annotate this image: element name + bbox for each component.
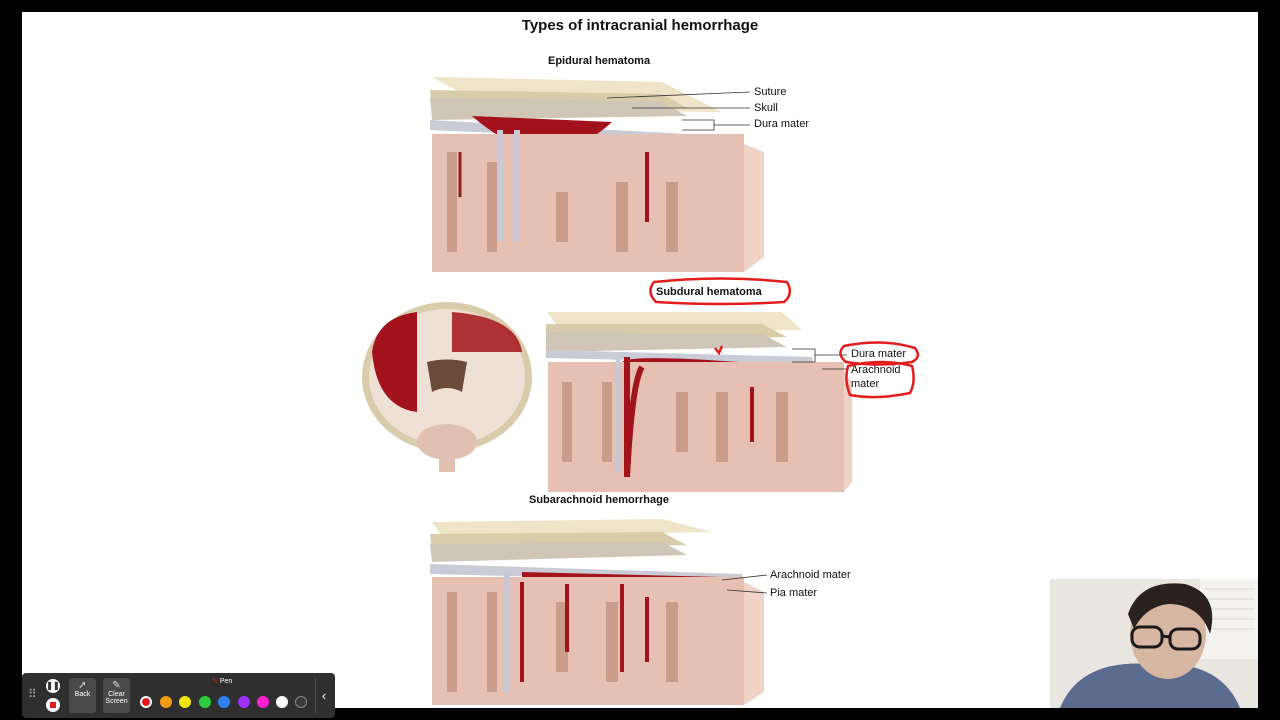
color-swatch-purple[interactable] bbox=[238, 696, 250, 708]
color-swatch-magenta[interactable] bbox=[257, 696, 269, 708]
presenter-video bbox=[1060, 579, 1258, 708]
coronal-brain bbox=[362, 302, 532, 472]
epidural-block bbox=[430, 77, 764, 272]
label-pia-mater: Pia mater bbox=[770, 587, 818, 599]
pen-icon: ✎ bbox=[212, 678, 218, 685]
slide-canvas: Types of intracranial hemorrhage bbox=[22, 12, 1258, 708]
label-suture: Suture bbox=[754, 86, 787, 98]
pause-button[interactable]: ❚❚ bbox=[46, 679, 60, 693]
annotation-tick bbox=[714, 345, 724, 356]
subdural-heading: Subdural hematoma bbox=[656, 286, 762, 298]
drag-handle-icon[interactable]: ⠿ bbox=[28, 687, 37, 701]
annotation-circle-dura bbox=[839, 341, 920, 366]
subarachnoid-block bbox=[430, 519, 764, 705]
chevron-left-icon[interactable]: ‹ bbox=[315, 678, 332, 713]
hemorrhage-illustration bbox=[362, 77, 920, 705]
eraser-icon: ✎ bbox=[112, 680, 121, 691]
clear-screen-button[interactable]: ✎ Clear Screen bbox=[103, 678, 130, 713]
color-swatch-yellow[interactable] bbox=[179, 696, 191, 708]
annotation-toolbar: ⠿ ❚❚ ➚ Back ✎ Clear Screen ✎ Pen ‹ bbox=[22, 673, 335, 718]
webcam-overlay bbox=[1050, 579, 1258, 708]
slide-title: Types of intracranial hemorrhage bbox=[521, 17, 759, 34]
epidural-heading: Epidural hematoma bbox=[548, 55, 651, 67]
label-arachnoid: Arachnoid bbox=[851, 364, 901, 376]
color-swatch-orange[interactable] bbox=[160, 696, 172, 708]
pen-annotations bbox=[649, 277, 920, 399]
annotation-circle-subdural bbox=[649, 277, 792, 306]
annotation-circle-arachnoid bbox=[845, 360, 915, 399]
color-swatch-green[interactable] bbox=[199, 696, 211, 708]
subarachnoid-heading: Subarachnoid hemorrhage bbox=[529, 494, 669, 506]
leader-lines bbox=[606, 91, 847, 594]
label-mater: mater bbox=[851, 378, 880, 390]
clear-label-1: Clear bbox=[108, 691, 125, 698]
stop-button[interactable] bbox=[46, 698, 60, 712]
back-label: Back bbox=[74, 691, 91, 698]
pen-tool-label: ✎ Pen bbox=[212, 677, 232, 685]
color-swatch-red[interactable] bbox=[140, 696, 152, 708]
label-subdural-dura: Dura mater bbox=[851, 348, 907, 360]
color-swatch-white[interactable] bbox=[276, 696, 288, 708]
back-button[interactable]: ➚ Back bbox=[69, 678, 96, 713]
color-swatch-blue[interactable] bbox=[218, 696, 230, 708]
cursor-icon: ➚ bbox=[78, 680, 87, 691]
clear-label-2: Screen bbox=[105, 698, 128, 705]
subdural-block bbox=[546, 312, 852, 492]
pen-label: Pen bbox=[219, 678, 233, 685]
label-skull: Skull bbox=[754, 102, 778, 114]
label-arachnoid-mater: Arachnoid mater bbox=[770, 569, 851, 581]
color-swatch-black[interactable] bbox=[295, 696, 307, 708]
label-epidural-dura: Dura mater bbox=[754, 118, 810, 130]
